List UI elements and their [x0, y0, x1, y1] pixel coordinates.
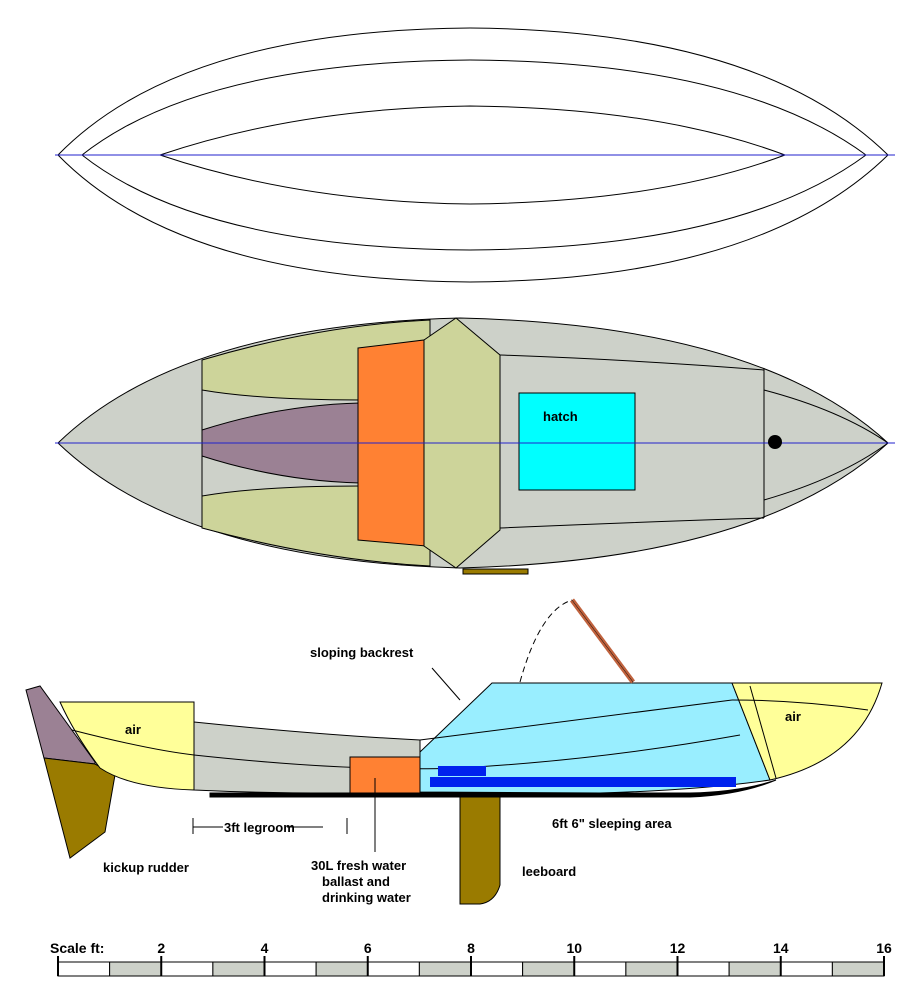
water-label-line2: ballast and [322, 874, 390, 889]
scale-tick-label: 10 [566, 940, 582, 956]
scale-segment [728, 961, 782, 977]
air-stern-label: air [125, 722, 141, 737]
hatch-label: hatch [543, 409, 578, 424]
cabin-profile [419, 682, 771, 794]
deck-line-profile [419, 699, 733, 741]
scale-tick-label: 8 [467, 940, 475, 956]
scale-bar: Scale ft: 2 4 6 8 10 12 14 16 [50, 940, 892, 977]
keel-strip [209, 779, 777, 798]
scale-tick-label: 6 [364, 940, 372, 956]
air-bow-label: air [785, 709, 801, 724]
sleeping-area-label: 6ft 6" sleeping area [552, 816, 672, 831]
kickup-rudder-label: kickup rudder [103, 860, 189, 875]
scale-tick-label: 12 [670, 940, 686, 956]
scale-tick-label: 4 [261, 940, 269, 956]
scale-segment [212, 961, 265, 977]
scale-segment [780, 961, 833, 977]
hull-lines-view [55, 27, 895, 283]
scale-segment [677, 961, 730, 977]
bow-tank-line [731, 699, 869, 711]
bow-v-line-upper [763, 389, 889, 444]
scale-segments [57, 956, 885, 977]
scale-segment [109, 961, 162, 977]
bunk-board-long [430, 777, 736, 787]
scale-tick-label: 2 [157, 940, 165, 956]
scale-segment [315, 961, 369, 977]
cabin-side-line-lower [499, 517, 765, 529]
water-label-line3: drinking water [322, 890, 411, 905]
water-label-line1: 30L fresh water [311, 858, 406, 873]
sloping-backrest-label: sloping backrest [310, 645, 414, 660]
scale-segment [264, 961, 317, 977]
leeboard-profile [459, 796, 501, 905]
scale-segment [831, 961, 885, 977]
scale-segment [418, 961, 472, 977]
scale-segment [625, 961, 678, 977]
bow-bulkhead-line-1 [749, 685, 777, 779]
mast-step-dot [768, 435, 782, 449]
rudder-head [25, 685, 96, 765]
backrest-leader-line [431, 667, 461, 701]
scale-tick-label: 16 [876, 940, 892, 956]
bunk-board-short [438, 766, 486, 776]
scale-segment [367, 961, 420, 977]
cabin-side-line-upper [499, 354, 765, 371]
leeboard-label: leeboard [522, 864, 576, 879]
scale-segment [573, 961, 627, 977]
stern-tank-line [71, 729, 195, 756]
legroom-dimension [192, 818, 348, 834]
scale-segment [57, 961, 111, 977]
legroom-label: 3ft legroom [224, 820, 295, 835]
side-profile-view: air air sloping bac [25, 598, 883, 905]
leeboard-plan [462, 568, 529, 575]
scale-segment [522, 961, 575, 977]
scale-segment [160, 961, 214, 977]
scale-tick-label: 14 [773, 940, 789, 956]
stern-air-tank [59, 701, 195, 791]
hatch-rect [518, 392, 636, 491]
scale-segment [470, 961, 524, 977]
rudder-blade [43, 757, 116, 859]
scale-title: Scale ft: [50, 940, 104, 956]
backrest-swing-arc [519, 599, 573, 683]
mast-spar-outline [571, 599, 634, 683]
deck-plan-view: hatch [55, 317, 895, 575]
bow-v-line-lower [763, 442, 889, 501]
water-tank-profile [349, 756, 421, 794]
scale-tick-labels: 2 4 6 8 10 12 14 16 [157, 940, 892, 956]
